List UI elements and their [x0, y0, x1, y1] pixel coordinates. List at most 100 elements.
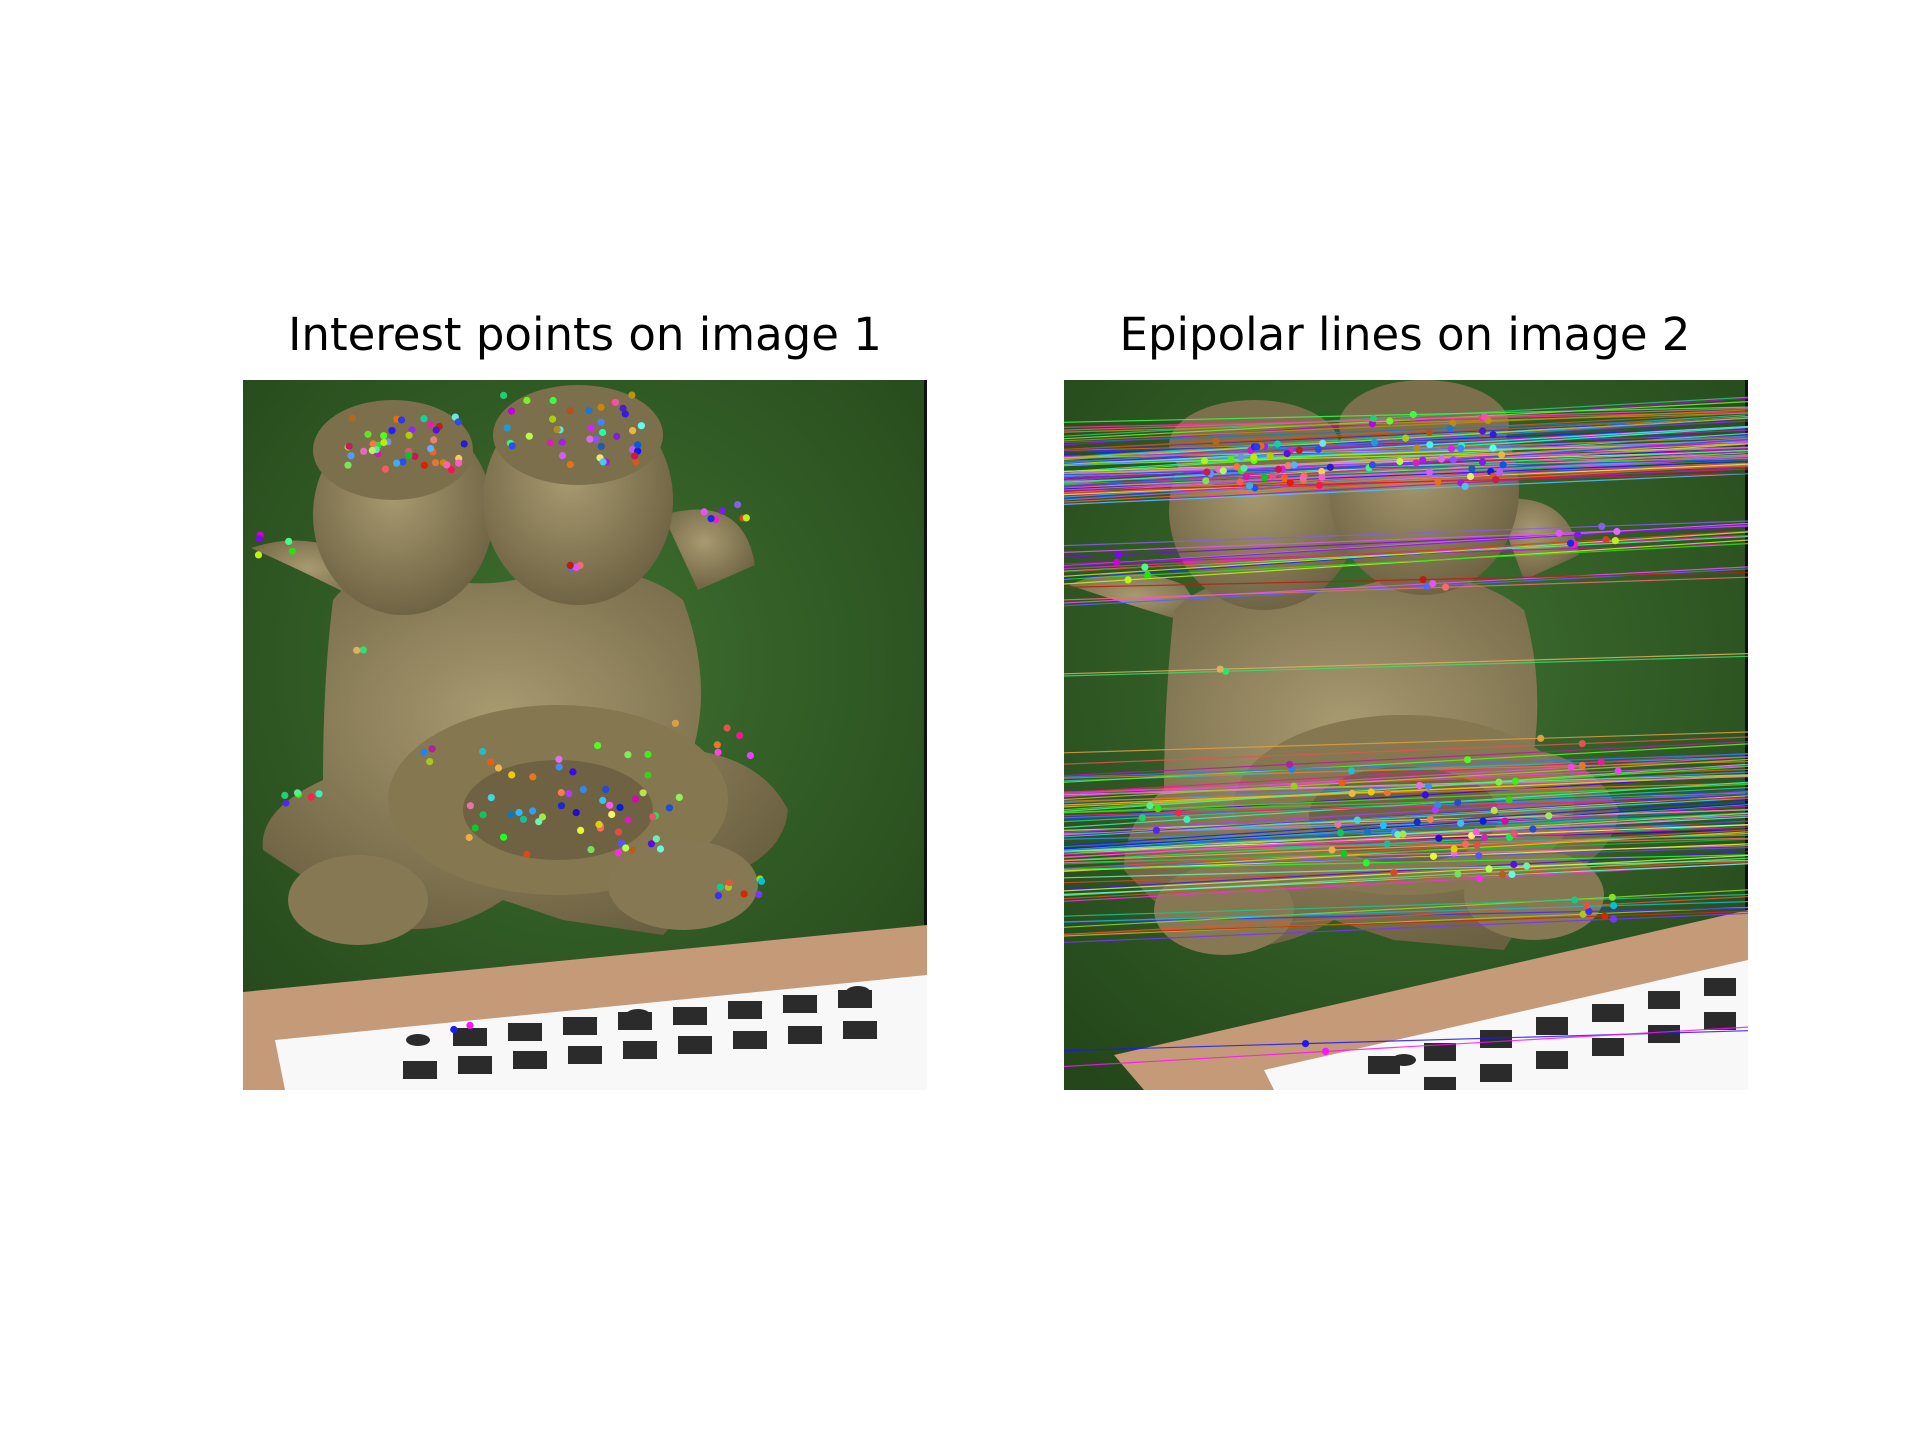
interest-point: [566, 407, 574, 415]
interest-points: [254, 391, 766, 1034]
matched-point: [1314, 445, 1322, 453]
matched-point: [1480, 413, 1488, 421]
matched-point: [1421, 791, 1429, 799]
epipolar-line: [1064, 753, 1748, 778]
matched-point: [1585, 907, 1593, 916]
interest-point: [455, 459, 463, 467]
epipolar-line: [1064, 834, 1748, 853]
interest-point: [254, 551, 263, 559]
interest-point: [628, 391, 636, 399]
matched-point: [1555, 529, 1563, 537]
matched-point: [1386, 417, 1394, 425]
matched-point: [1437, 455, 1445, 463]
epipolar-line: [1064, 472, 1748, 492]
epipolar-line: [1064, 793, 1748, 837]
interest-point: [597, 442, 605, 450]
matched-point: [1450, 845, 1458, 853]
matched-point: [1286, 479, 1294, 487]
matched-point: [1216, 665, 1224, 673]
interest-point: [282, 799, 290, 807]
matched-point: [1364, 828, 1372, 836]
epipolar-line: [1064, 456, 1748, 501]
interest-point: [538, 813, 547, 821]
matched-point: [1441, 583, 1450, 591]
epipolar-line: [1064, 758, 1748, 801]
matched-point: [1250, 453, 1258, 461]
interest-point: [612, 398, 620, 406]
interest-point: [285, 537, 293, 545]
interest-point: [622, 844, 630, 852]
matched-point: [1124, 576, 1132, 584]
interest-point: [315, 790, 323, 798]
matched-point: [1468, 465, 1476, 473]
matched-point: [1499, 461, 1507, 469]
matched-point: [1146, 801, 1154, 810]
matched-point: [1416, 781, 1424, 790]
epipolar-line: [1064, 736, 1748, 765]
matched-point: [1369, 414, 1377, 423]
epipolar-line: [1064, 782, 1748, 802]
epipolar-line: [1064, 442, 1748, 458]
interest-point: [411, 452, 419, 460]
interest-point: [479, 747, 487, 755]
interest-point: [405, 431, 413, 439]
interest-point: [381, 465, 389, 473]
epipolar-line: [1064, 859, 1748, 879]
interest-point: [503, 424, 511, 432]
matched-point: [1318, 467, 1326, 476]
epipolar-line: [1064, 417, 1748, 443]
epipolar-line: [1064, 446, 1748, 474]
interest-point: [399, 458, 407, 466]
interest-point: [665, 804, 673, 812]
matched-point: [1326, 463, 1334, 471]
checker-squares: [403, 986, 877, 1079]
matched-point: [1219, 467, 1227, 475]
interest-point: [529, 773, 537, 781]
interest-point: [707, 515, 715, 523]
epipolar-line: [1064, 756, 1748, 798]
epipolar-line: [1064, 775, 1748, 806]
matched-point: [1511, 777, 1519, 785]
interest-point: [599, 458, 607, 466]
matched-point: [1290, 782, 1298, 790]
matched-point: [1390, 869, 1398, 877]
matched-point: [1367, 788, 1375, 796]
interest-point: [369, 440, 377, 448]
matched-point: [1601, 912, 1609, 920]
interest-point: [746, 751, 754, 760]
interest-point: [428, 745, 436, 753]
epipolar-line: [1064, 407, 1748, 431]
interest-point: [293, 789, 302, 797]
interest-point: [360, 447, 368, 455]
interest-point: [398, 416, 406, 424]
interest-point: [479, 811, 487, 819]
epipolar-line: [1064, 893, 1748, 917]
interest-point: [644, 771, 652, 779]
matched-point: [1537, 734, 1545, 742]
interest-point: [569, 768, 577, 776]
interest-point: [634, 441, 642, 449]
interest-point: [557, 789, 565, 797]
epipolar-line: [1064, 889, 1748, 928]
interest-point: [606, 801, 614, 809]
epipolar-line: [1064, 803, 1748, 851]
matched-point: [1426, 441, 1434, 449]
matched-point: [1319, 439, 1327, 447]
interest-point: [466, 802, 474, 810]
matched-point: [1529, 825, 1537, 833]
interest-point: [557, 802, 566, 810]
interest-point: [587, 846, 595, 854]
matched-point: [1602, 536, 1610, 544]
interest-point: [500, 833, 508, 841]
interest-point: [585, 407, 593, 415]
epipolar-line: [1064, 653, 1748, 675]
matched-point: [1571, 896, 1579, 904]
interest-point: [500, 391, 508, 399]
interest-point: [388, 427, 396, 435]
epipolar-line: [1064, 520, 1748, 547]
matched-point: [1413, 818, 1421, 826]
matched-point: [1597, 758, 1605, 766]
epipolar-line: [1064, 434, 1748, 453]
interest-point: [281, 791, 289, 799]
matched-point: [1423, 582, 1431, 590]
